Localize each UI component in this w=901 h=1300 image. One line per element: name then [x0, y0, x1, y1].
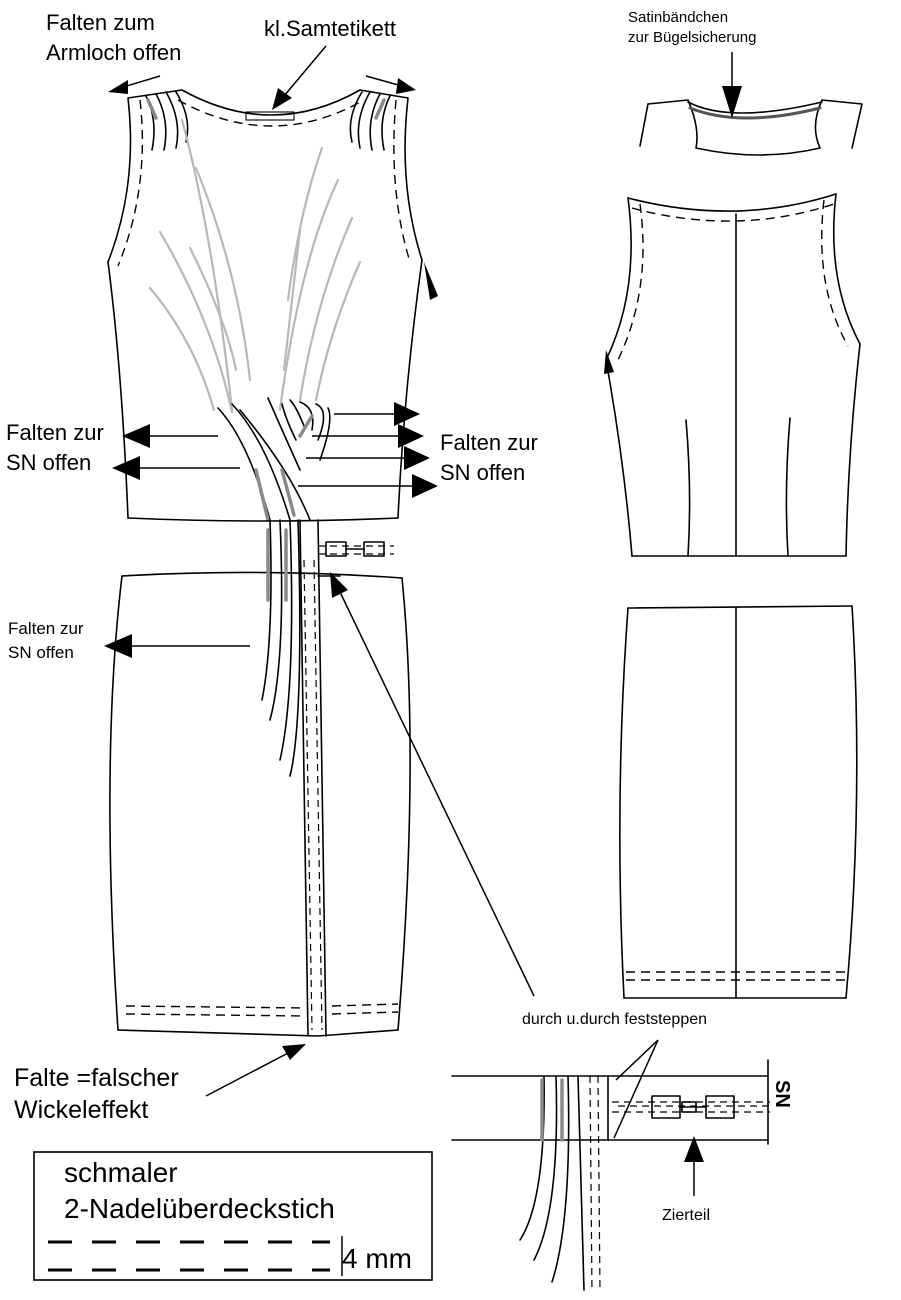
false-wrap-label-1: Falte =falscher [14, 1064, 179, 1092]
pleats-sn-left-label-2: SN offen [6, 450, 91, 475]
back-hip-seam [627, 605, 853, 609]
front-skirt-left-side [109, 575, 123, 1031]
ornament-label: Zierteil [662, 1207, 710, 1224]
front-hem-stitch-4 [331, 1011, 399, 1015]
pleats-sn-right-label-1: Falten zur [440, 430, 538, 455]
armhole-pleats-label-2: Armloch offen [46, 40, 181, 65]
legend-line-1: schmaler [64, 1157, 178, 1188]
stitch-through-label: durch u.durch feststeppen [522, 1011, 707, 1028]
front-neckline-stitch [177, 99, 365, 127]
satin-ribbon-label-2: zur Bügelsicherung [628, 29, 756, 46]
legend-line-2: 2-Nadelüberdeckstich [64, 1193, 335, 1224]
front-right-armhole [359, 89, 423, 261]
front-waist-seam [127, 517, 399, 522]
velvet-label-text: kl.Samtetikett [264, 16, 396, 41]
back-skirt-right-side [845, 605, 858, 999]
wrap-panel-edge-right [317, 519, 327, 1037]
stitch-legend: schmaler 2-Nadelüberdeckstich 4 mm [33, 1151, 433, 1281]
pleats-sn-right-label-2: SN offen [440, 460, 525, 485]
left-shoulder-pleat [155, 93, 167, 151]
front-hem [117, 1029, 399, 1037]
front-right-armhole-stitch [393, 99, 411, 263]
back-right-dart [785, 417, 791, 557]
front-left-side-seam [107, 261, 129, 519]
right-shoulder-pleat [349, 91, 363, 143]
back-neckline-stitch [631, 203, 835, 222]
front-neckline [181, 89, 361, 116]
back-left-side-seam [605, 359, 633, 557]
right-shoulder-pleat [369, 93, 381, 151]
satin-ribbon-label-1: Satinbändchen [628, 9, 728, 26]
waist-cross-pleats [217, 397, 331, 522]
bodice-drape-lines [148, 118, 362, 414]
back-left-armhole-stitch [615, 203, 644, 365]
right-shoulder-pleat-shade [374, 98, 386, 120]
back-right-armhole-stitch [821, 199, 849, 347]
back-dress [604, 99, 863, 999]
legend-box [33, 1151, 433, 1281]
left-shoulder-pleat-shade [146, 98, 158, 120]
pleats-sn-left-label-1: Falten zur [6, 420, 104, 445]
front-left-armhole [107, 89, 183, 263]
satin-ribbon [688, 106, 822, 120]
left-shoulder-pleat [165, 91, 179, 149]
back-collar-shoulder-left [639, 103, 649, 147]
back-collar-neck [687, 101, 823, 114]
front-dress [107, 89, 438, 1037]
front-hem-stitch-1 [125, 1005, 307, 1009]
back-left-armhole [605, 197, 632, 361]
annotation-arrows [104, 45, 742, 1196]
legend-measure: 4 mm [342, 1243, 412, 1274]
detail-view [451, 1039, 770, 1293]
front-hem-stitch-3 [331, 1003, 399, 1007]
false-wrap-label-2: Wickeleffekt [14, 1096, 148, 1124]
wrap-panel-edge-left [299, 519, 309, 1037]
back-neckline [627, 193, 837, 212]
back-collar-outline [647, 99, 863, 156]
back-right-armhole [832, 193, 861, 345]
front-ornament [318, 541, 394, 557]
pleats-sn-skirt-label-2: SN offen [8, 643, 74, 662]
front-left-armhole-stitch [117, 99, 144, 267]
pleats-sn-skirt-label-1: Falten zur [8, 619, 84, 638]
velvet-label-patch [245, 111, 295, 121]
sn-mark-label: SN [771, 1080, 793, 1108]
back-left-dart [685, 419, 691, 557]
back-right-side-seam [845, 343, 861, 557]
front-skirt-right-side [397, 577, 411, 1031]
right-shoulder-pleat [357, 91, 371, 149]
wrap-panel-stitch-1 [303, 559, 313, 1031]
front-dart-marker [424, 262, 438, 300]
front-hem-stitch-2 [125, 1013, 307, 1017]
right-shoulder-pleat [381, 95, 391, 151]
front-hip-seam [121, 571, 403, 579]
wrap-panel-stitch-2 [313, 559, 323, 1031]
back-dart-marker [604, 350, 614, 374]
armhole-pleats-label-1: Falten zum [46, 10, 155, 35]
skirt-pleats [261, 519, 301, 777]
back-skirt-left-side [619, 607, 629, 999]
